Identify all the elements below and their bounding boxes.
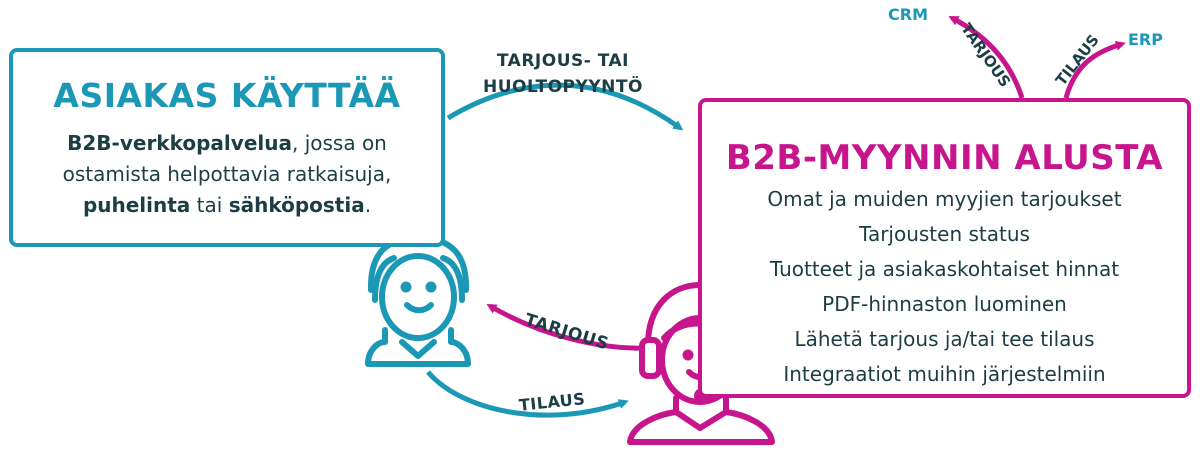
feature-item: Tuotteet ja asiakaskohtaiset hinnat [702, 252, 1187, 287]
crm-label: CRM [888, 5, 928, 24]
feature-item: Lähetä tarjous ja/tai tee tilaus [702, 322, 1187, 357]
request-label-line2: HUOLTOPYYNTÖ [483, 74, 643, 100]
line3-end: . [365, 193, 371, 217]
customer-box: ASIAKAS KÄYTTÄÄ B2B-verkkopalvelua, joss… [9, 48, 445, 247]
feature-item: Tarjousten status [702, 217, 1187, 252]
customer-description: B2B-verkkopalvelua, jossa on ostamista h… [13, 128, 441, 221]
platform-title: B2B-MYYNNIN ALUSTA [702, 138, 1187, 178]
platform-feature-list: Omat ja muiden myyjien tarjoukset Tarjou… [702, 182, 1187, 392]
feature-item: Omat ja muiden myyjien tarjoukset [702, 182, 1187, 217]
line3-mid: tai [190, 193, 228, 217]
erp-label: ERP [1128, 30, 1163, 49]
feature-item: Integraatiot muihin järjestelmiin [702, 357, 1187, 392]
platform-box: B2B-MYYNNIN ALUSTA Omat ja muiden myyjie… [698, 98, 1191, 398]
feature-item: PDF-hinnaston luominen [702, 287, 1187, 322]
customer-title: ASIAKAS KÄYTTÄÄ [13, 76, 441, 115]
line1-rest: , jossa on [292, 131, 387, 155]
line2: ostamista helpottavia ratkaisuja, [13, 159, 441, 190]
request-label-line1: TARJOUS- TAI [483, 48, 643, 74]
email-text: sähköpostia [229, 193, 365, 217]
request-label: TARJOUS- TAI HUOLTOPYYNTÖ [483, 48, 643, 100]
phone-text: puhelinta [83, 193, 190, 217]
b2b-service-text: B2B-verkkopalvelua [67, 131, 292, 155]
